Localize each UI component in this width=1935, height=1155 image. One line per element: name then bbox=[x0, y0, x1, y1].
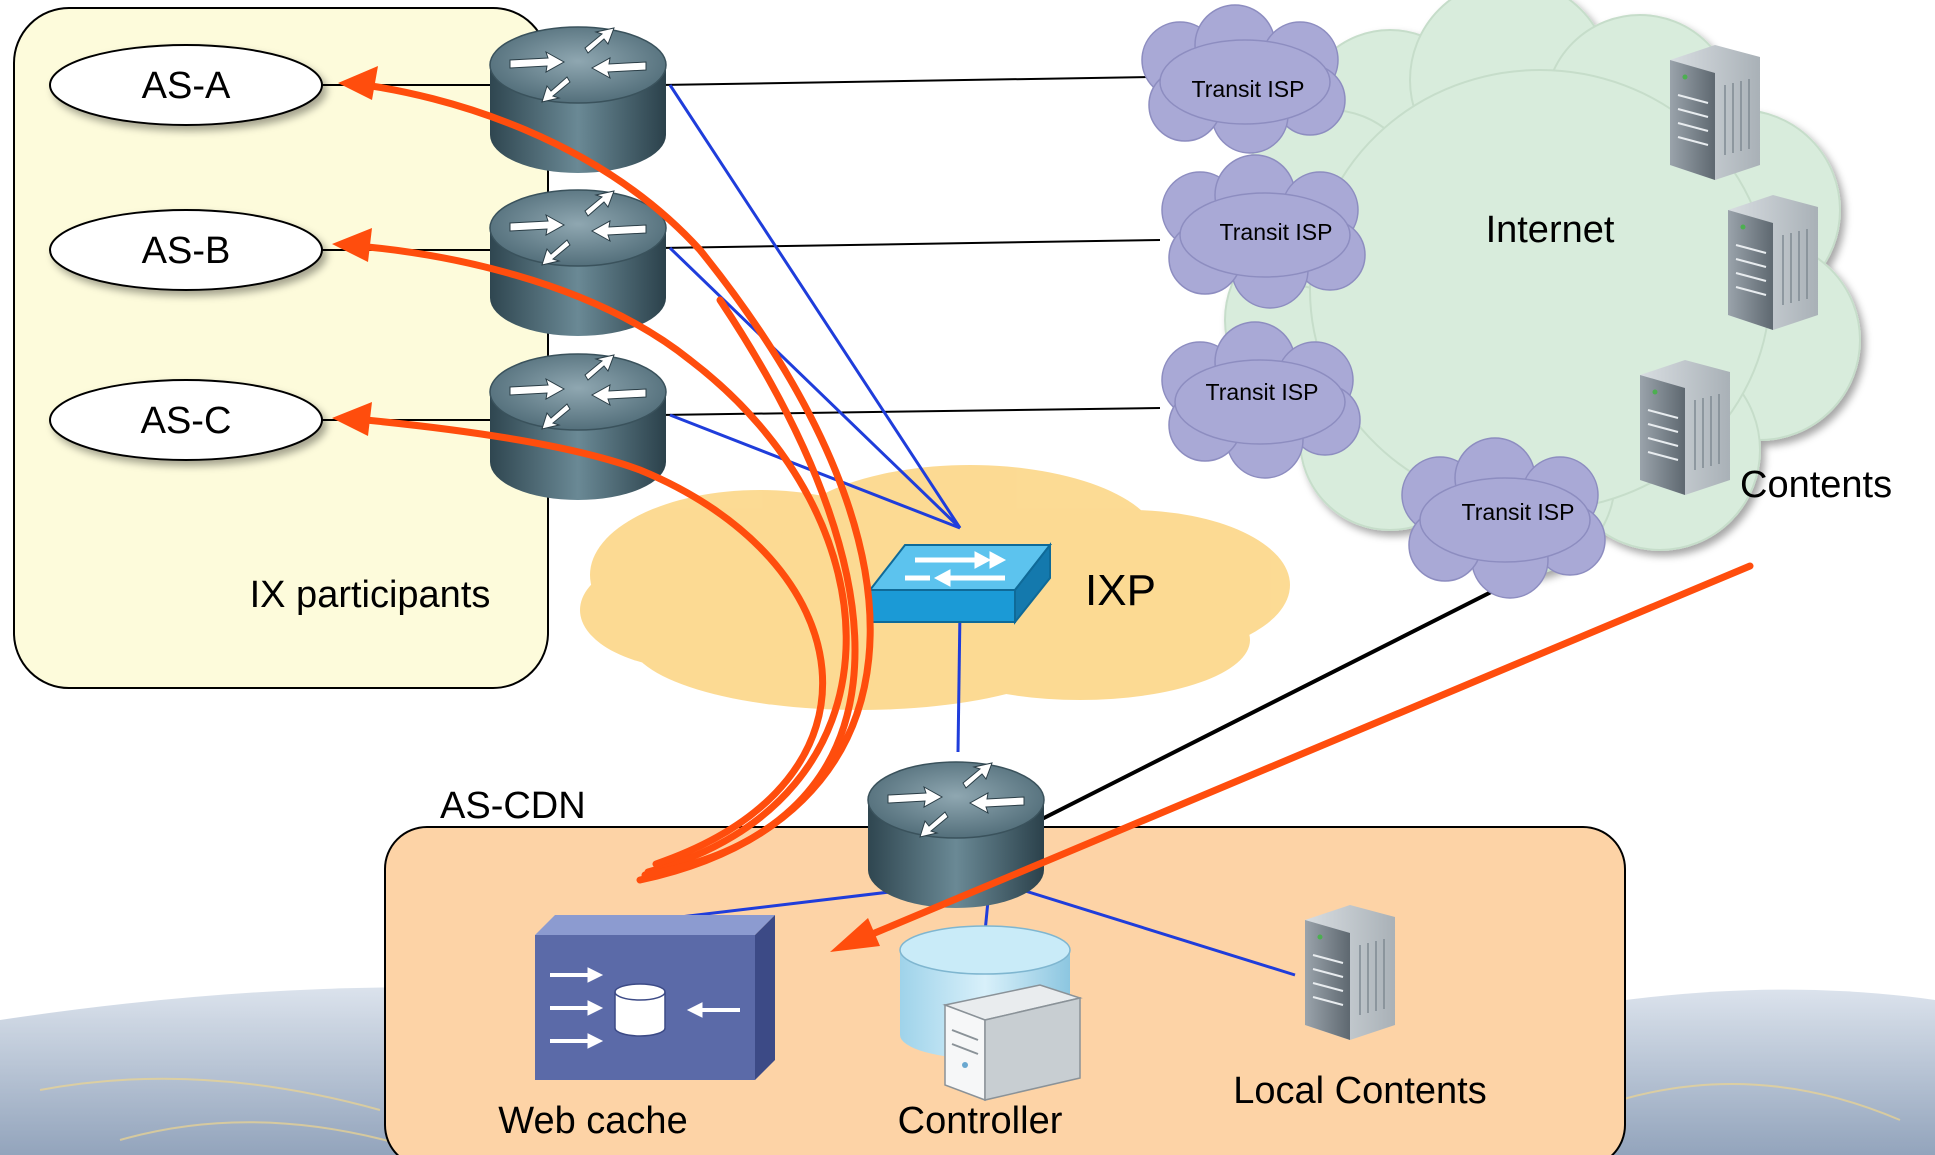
server-icon bbox=[1670, 45, 1760, 180]
internet-label: Internet bbox=[1486, 209, 1615, 251]
server-icon bbox=[1640, 360, 1730, 495]
ix-participants-label: IX participants bbox=[250, 574, 491, 616]
server-icon bbox=[1728, 195, 1818, 330]
svg-text:Transit ISP: Transit ISP bbox=[1192, 76, 1305, 102]
switch-icon bbox=[867, 542, 1053, 625]
web-cache-icon bbox=[535, 915, 775, 1080]
server-icon bbox=[1305, 905, 1395, 1040]
transit-isp-cloud: Transit ISP bbox=[1141, 4, 1346, 154]
local-contents-label: Local Contents bbox=[1233, 1070, 1487, 1112]
svg-text:Transit ISP: Transit ISP bbox=[1462, 499, 1575, 525]
content-flows bbox=[341, 79, 1754, 939]
transit-isp-cloud: Transit ISP bbox=[1161, 321, 1361, 479]
as-node-a: AS-A bbox=[49, 44, 323, 126]
transit-isp-cloud: Transit ISP bbox=[1401, 437, 1606, 599]
router-icon bbox=[489, 26, 667, 173]
router-icon bbox=[867, 761, 1045, 908]
as-node-b: AS-B bbox=[49, 209, 323, 291]
svg-text:AS-B: AS-B bbox=[142, 230, 231, 272]
controller-label: Controller bbox=[898, 1100, 1063, 1142]
as-node-c: AS-C bbox=[49, 379, 323, 461]
svg-text:Transit ISP: Transit ISP bbox=[1206, 379, 1319, 405]
router-icon bbox=[489, 189, 667, 336]
transit-links bbox=[659, 76, 1506, 822]
svg-text:AS-C: AS-C bbox=[141, 400, 232, 442]
contents-label: Contents bbox=[1740, 464, 1892, 506]
ix-participants-group bbox=[13, 7, 549, 689]
flow-arrowheads bbox=[332, 66, 880, 952]
svg-text:Transit ISP: Transit ISP bbox=[1220, 219, 1333, 245]
web-cache-label: Web cache bbox=[498, 1100, 687, 1142]
router-icon bbox=[489, 353, 667, 500]
controller-icon bbox=[899, 925, 1083, 1102]
as-cdn-label: AS-CDN bbox=[440, 785, 586, 827]
svg-text:AS-A: AS-A bbox=[142, 65, 231, 107]
transit-isp-cloud: Transit ISP bbox=[1161, 154, 1366, 309]
ixp-label: IXP bbox=[1085, 566, 1156, 615]
